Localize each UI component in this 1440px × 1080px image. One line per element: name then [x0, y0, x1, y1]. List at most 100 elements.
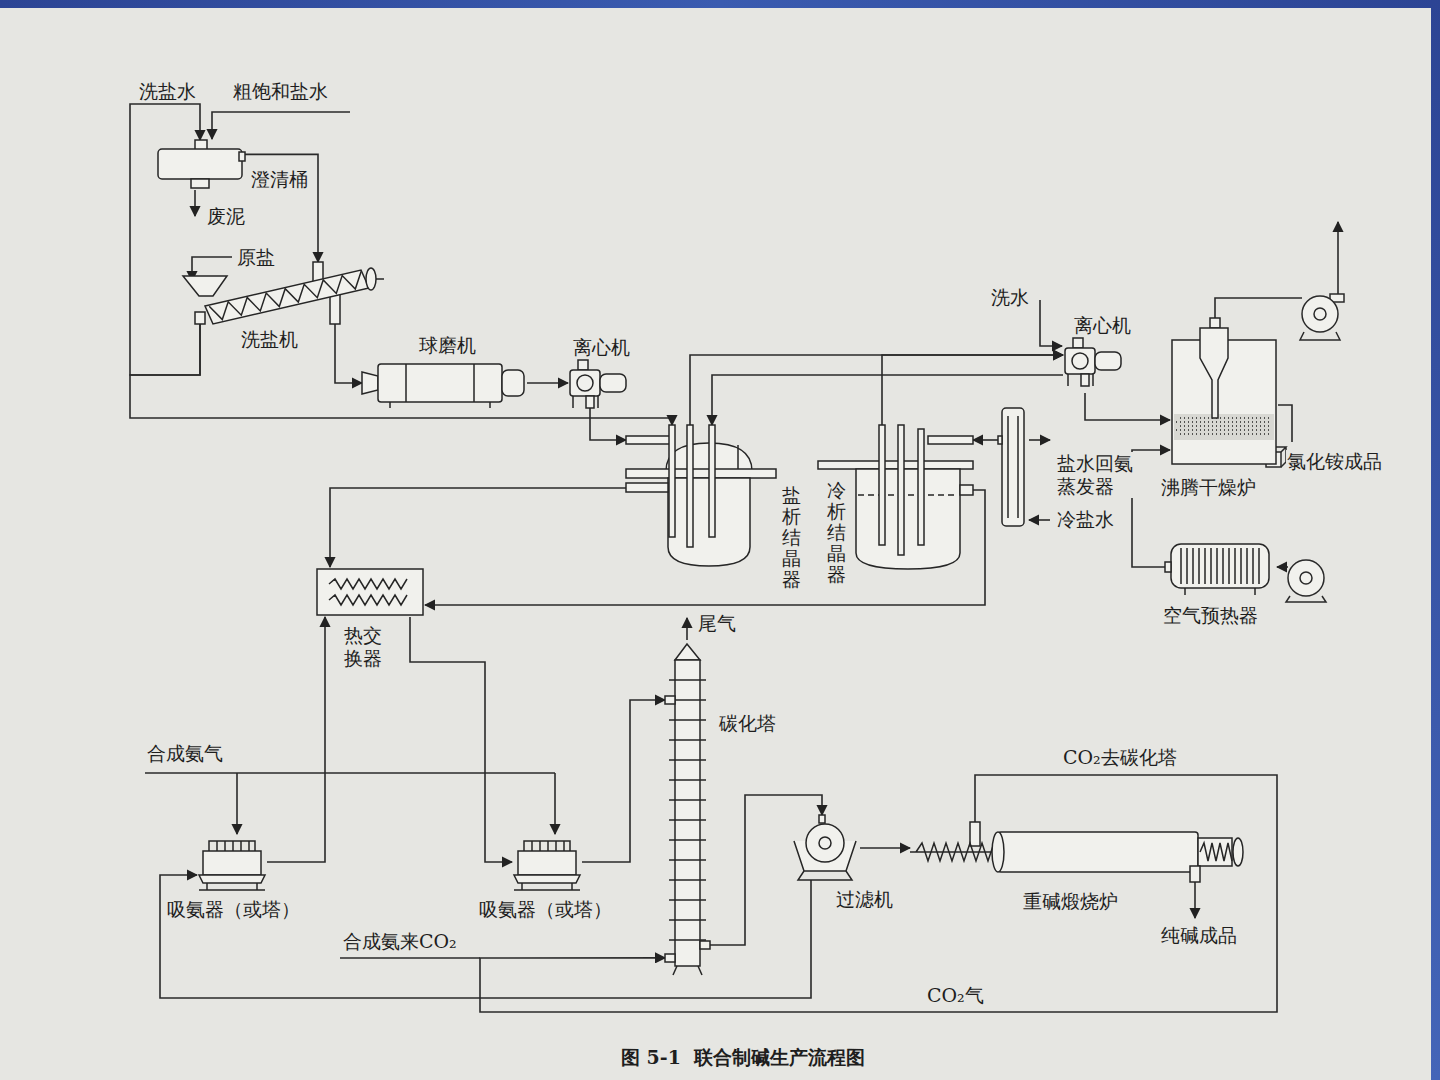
air-inlet [1277, 566, 1288, 568]
ammonia-branch [236, 773, 238, 834]
rect-part [600, 374, 626, 392]
path-part [329, 579, 407, 605]
product-outlet [1278, 405, 1292, 442]
equipment-shape [315, 567, 425, 617]
equipment-node: 球磨机 [362, 358, 527, 408]
g-part [183, 262, 384, 324]
polygon-part [362, 372, 378, 394]
equipment-node: 过滤机 [790, 815, 860, 880]
rect-part [1171, 544, 1269, 588]
exhaust-outlet [1337, 222, 1339, 298]
path-part [737, 445, 739, 469]
rect-part [578, 360, 588, 370]
soda-outlet [1194, 882, 1196, 918]
rect-part [317, 569, 423, 615]
rect-part [203, 851, 261, 875]
g-part [998, 408, 1024, 526]
pipe-connector [590, 408, 626, 440]
equipment-node: 盐水回氨 蒸发器 [998, 408, 1028, 526]
fan-hub [1300, 572, 1312, 584]
equipment-label: 吸氨器（或塔） [166, 898, 301, 921]
circle-part [1072, 353, 1088, 369]
equipment-shape [165, 262, 385, 324]
equipment-shape [1170, 318, 1278, 466]
equipment-node: 吸氨器（或塔） [512, 835, 582, 890]
rect-part [898, 425, 904, 555]
path-part [856, 469, 960, 569]
path-part [1200, 843, 1232, 861]
path-part [209, 841, 255, 851]
rect-part [818, 461, 973, 469]
equipment-label: 离心机 [1073, 314, 1132, 337]
pipe-connector [1085, 393, 1170, 420]
equipment-label: 碳化塔 [718, 712, 777, 735]
rect-part [669, 425, 675, 537]
pipe-connector [130, 104, 200, 375]
path-part [669, 680, 706, 940]
wash-water-inlet [1040, 300, 1062, 346]
path-part [858, 494, 958, 496]
path-part [1181, 548, 1259, 584]
equipment-node: 盐析结晶器 [626, 425, 776, 568]
brine-inlet [212, 112, 350, 139]
stream-label: 合成氨来CO₂ [342, 930, 458, 953]
path-part [910, 843, 998, 861]
g-part [199, 841, 265, 890]
polygon-part [205, 270, 369, 324]
path-part [1200, 328, 1228, 418]
path-part [199, 875, 265, 883]
g-part [794, 815, 856, 880]
pipe-connector [882, 355, 1063, 425]
rect-part [998, 436, 1002, 444]
stream-label: 废泥 [206, 205, 246, 228]
stream-label: CO₂气 [926, 984, 985, 1007]
path-part [1008, 416, 1018, 518]
rect-part [709, 425, 715, 537]
rect-part [918, 429, 924, 545]
stream-label: 冷盐水 [1056, 508, 1115, 531]
g-part [665, 644, 710, 975]
rect-part [1073, 338, 1083, 348]
path-part [675, 644, 700, 660]
circle-part [806, 824, 844, 862]
ellipse-part [1233, 838, 1243, 866]
exhaust-fan [1302, 296, 1338, 332]
equipment-node: 重碱煅烧炉 [910, 822, 1245, 882]
circle-part [819, 837, 831, 849]
rect-part [239, 152, 245, 161]
equipment-label: 过滤机 [835, 888, 894, 911]
pipe-connector [973, 439, 998, 441]
path-part [514, 883, 580, 890]
path-part [514, 875, 580, 883]
path-part [1068, 374, 1093, 386]
rect-part [570, 370, 600, 396]
exhaust-pipe [1215, 298, 1302, 318]
path-part [798, 871, 852, 880]
rect-part [378, 364, 502, 402]
ammonia-branch [554, 773, 556, 834]
rect-part [819, 815, 825, 823]
rect-part [1002, 408, 1024, 526]
equipment-shape [790, 815, 860, 880]
equipment-shape [665, 640, 710, 975]
stream-label: 纯碱成品 [1160, 924, 1238, 947]
g-part [626, 425, 776, 566]
ellipse-part [992, 832, 1004, 872]
g-part [1065, 338, 1121, 386]
path-part [524, 841, 570, 851]
air-fan [1288, 560, 1324, 596]
rect-part [158, 149, 242, 179]
equipment-shape [512, 835, 582, 890]
equipment-label: 盐水回氨 蒸发器 [1056, 452, 1140, 498]
equipment-shape [155, 140, 245, 188]
equipment-label: 吸氨器（或塔） [478, 898, 613, 921]
path-part [376, 278, 384, 280]
equipment-node: 离心机 [568, 360, 630, 408]
fan-base [1286, 596, 1326, 602]
equipment-label: 空气预热器 [1162, 604, 1259, 627]
rect-part [700, 941, 710, 949]
equipment-node: 碳化塔 [665, 640, 710, 975]
equipment-node: 空气预热器 [1165, 540, 1275, 595]
equipment-shape [197, 835, 267, 890]
